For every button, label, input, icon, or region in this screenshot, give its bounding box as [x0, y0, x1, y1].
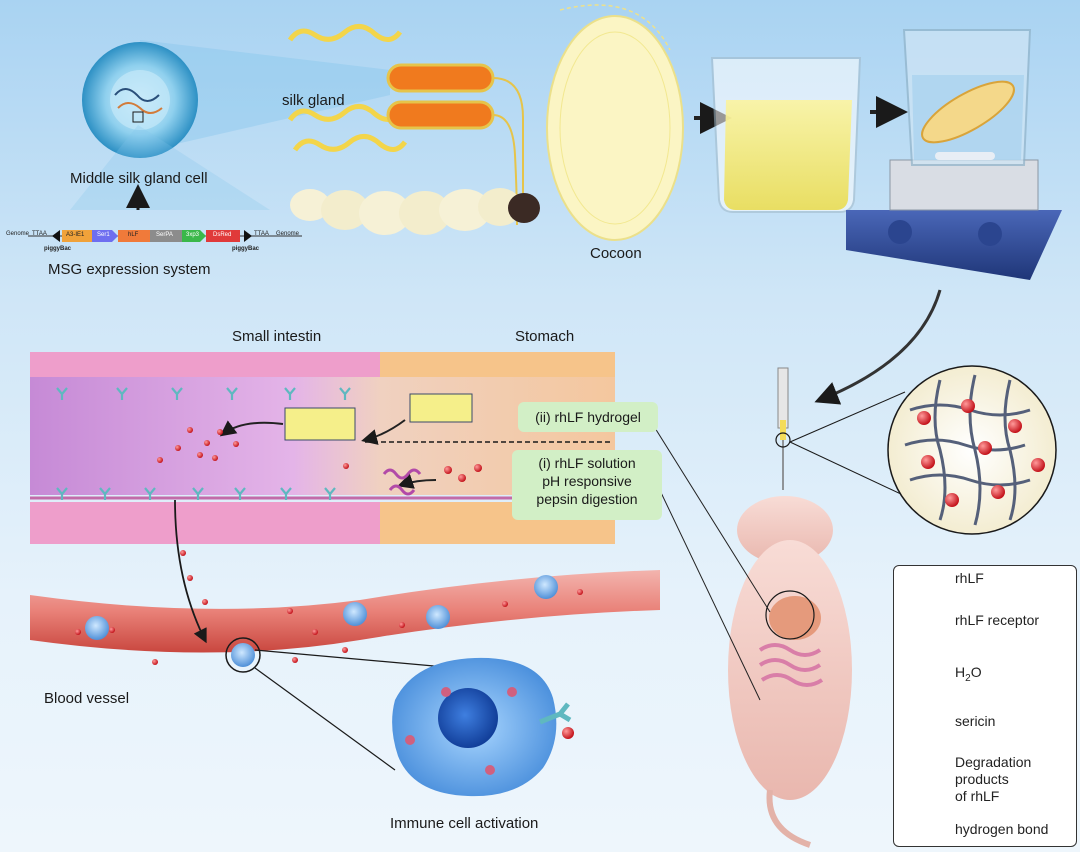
- solution-box-line2: pH responsive: [542, 473, 632, 489]
- rhlf-dots-vessel: [75, 550, 583, 665]
- legend-degradation-line2: products: [955, 771, 1009, 787]
- genome-right-label: Genome: [276, 231, 300, 237]
- stomach-label: Stomach: [515, 328, 575, 345]
- legend-h2o-sub: 2: [965, 672, 971, 684]
- hydrogel-box: (ii) rhLF hydrogel: [518, 402, 658, 432]
- small-intestin-label: Small intestin: [232, 328, 322, 345]
- gene-construct-graphic: [28, 230, 302, 242]
- segment-hlf: hLF: [128, 232, 139, 238]
- blood-cells: [85, 575, 558, 667]
- genome-left-label: Genome: [6, 231, 30, 237]
- legend-hbond: hydrogen bond: [955, 821, 1049, 837]
- segment-a3ie1: A3-IE1: [66, 232, 85, 238]
- mouse-graphic: [728, 496, 852, 848]
- legend-box: [893, 565, 1077, 847]
- solution-box: (i) rhLF solution pH responsive pepsin d…: [512, 450, 662, 520]
- ttaa-left-label: TTAA: [32, 231, 47, 237]
- middle-silk-gland-cell-label: Middle silk gland cell: [70, 170, 208, 187]
- silkworm-graphic: [290, 188, 540, 235]
- solution-box-line3: pepsin digestion: [536, 491, 638, 507]
- receptors: [56, 387, 351, 500]
- silk-gland-label: silk gland: [282, 92, 345, 109]
- solution-box-line1: (i) rhLF solution: [538, 455, 636, 471]
- hydrogel-blocks: [284, 393, 473, 441]
- stirrer-graphic: [846, 29, 1062, 280]
- silk-gland-cell-graphic: [70, 40, 390, 210]
- hydrogel-box-text: (ii) rhLF hydrogel: [535, 409, 641, 425]
- hydrogel-zoom-graphic: [887, 365, 1057, 535]
- immune-cell-activation-label: Immune cell activation: [390, 815, 539, 832]
- legend-h2o-o: O: [970, 664, 982, 680]
- segment-serpa: SerPA: [156, 232, 173, 238]
- beaker-graphic: [710, 57, 862, 213]
- legend-h2o-h: H: [955, 664, 966, 680]
- legend-h2o: H2O: [955, 664, 982, 684]
- legend-degradation-line1: Degradation: [955, 754, 1032, 770]
- cocoon-graphic: [546, 4, 684, 241]
- piggybac-right-label: piggyBac: [232, 246, 260, 252]
- legend-sericin: sericin: [955, 713, 996, 729]
- cocoon-label: Cocoon: [590, 245, 642, 262]
- legend-receptor: rhLF receptor: [955, 612, 1040, 628]
- ttaa-right-label: TTAA: [254, 231, 269, 237]
- segment-ser1: Ser1: [97, 232, 110, 238]
- syringe-graphic: [775, 367, 791, 490]
- immune-cell-graphic: [392, 657, 574, 797]
- legend-degradation-line3: of rhLF: [955, 788, 1000, 804]
- piggybac-left-label: piggyBac: [44, 246, 72, 252]
- legend-rhlf: rhLF: [955, 570, 984, 586]
- rhlf-dots-intestine: [157, 427, 482, 482]
- segment-dsred: DsRed: [213, 232, 232, 238]
- segment-3xp3: 3xp3: [186, 232, 200, 238]
- blood-vessel-label: Blood vessel: [44, 690, 130, 707]
- legend-degradation: Degradation products of rhLF: [955, 754, 1031, 805]
- silk-gland-graphic: [287, 24, 525, 226]
- msg-expression-system-label: MSG expression system: [48, 261, 211, 278]
